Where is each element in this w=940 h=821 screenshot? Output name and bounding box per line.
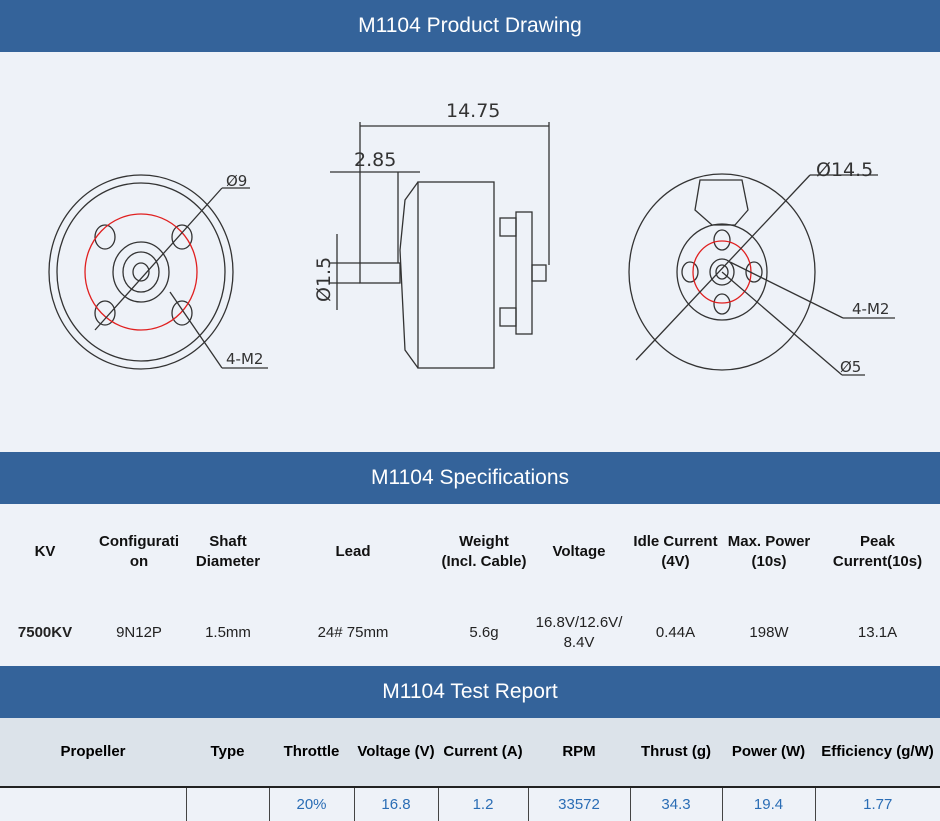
shaft-dia-dim: Ø1.5 xyxy=(313,257,335,302)
front-circle-dim: Ø9 xyxy=(226,172,247,190)
back-view xyxy=(628,173,895,376)
spec-header: Idle Current (4V) xyxy=(633,532,718,570)
spec-header: Weight (Incl. Cable) xyxy=(441,532,527,570)
spec-value: 24# 75mm xyxy=(317,623,389,641)
spec-header: KV xyxy=(34,542,56,560)
test-header: Current (A) xyxy=(438,718,528,788)
overall-length-dim: 14.75 xyxy=(446,100,500,122)
specs-header-row: KV Configurati on Shaft Diameter Lead Weight… xyxy=(0,504,940,599)
test-cell: 1.2 xyxy=(438,787,529,821)
drawing-title: M1104 Product Drawing xyxy=(358,14,582,37)
test-header: Power (W) xyxy=(722,718,815,788)
test-header: Voltage (V) xyxy=(354,718,438,788)
test-title-bar: M1104 Test Report xyxy=(0,666,940,718)
back-circle-dim: Ø5 xyxy=(840,358,861,376)
test-header: RPM xyxy=(528,718,630,788)
test-header: Type xyxy=(186,718,269,788)
test-header: Thrust (g) xyxy=(630,718,722,788)
test-title: M1104 Test Report xyxy=(382,680,558,703)
spec-header: Voltage xyxy=(552,542,606,560)
spec-header: Peak Current(10s) xyxy=(832,532,923,570)
test-header: Propeller xyxy=(0,718,186,788)
product-drawing: Ø9 4-M2 14.75 2.85 Ø1.5 Ø14.5 4-M2 Ø5 xyxy=(0,52,940,452)
specs-table: KV Configurati on Shaft Diameter Lead Weight… xyxy=(0,504,940,666)
spec-header: Max. Power (10s) xyxy=(727,532,811,570)
side-view xyxy=(330,122,550,369)
spec-header: Shaft Diameter xyxy=(195,532,261,570)
front-view xyxy=(48,174,268,370)
test-cell: 33572 xyxy=(528,787,631,821)
test-cell: 19.4 xyxy=(722,787,816,821)
test-cell xyxy=(186,787,270,821)
test-cell xyxy=(0,787,187,821)
specs-title: M1104 Specifications xyxy=(370,466,570,489)
test-cell: 34.3 xyxy=(630,787,723,821)
spec-value: 1.5mm xyxy=(205,623,251,641)
front-holes-dim: 4-M2 xyxy=(226,350,263,368)
spec-header: Lead xyxy=(335,542,371,560)
test-cell: 20% xyxy=(269,787,355,821)
drawing-title-bar: M1104 Product Drawing xyxy=(0,0,940,52)
back-holes-dim: 4-M2 xyxy=(852,300,889,318)
shaft-length-dim: 2.85 xyxy=(354,149,396,171)
specs-title-bar: M1104 Specifications xyxy=(0,452,940,504)
test-cell: 16.8 xyxy=(354,787,439,821)
specs-value-row: 7500KV 9N12P 1.5mm 24# 75mm 5.6g 16.8V/12.6V/… xyxy=(0,599,940,666)
spec-header: Configurati on xyxy=(99,532,179,570)
test-header: Efficiency (g/W) xyxy=(815,718,940,788)
test-header: Throttle xyxy=(269,718,354,788)
spec-value: 9N12P xyxy=(116,623,162,641)
spec-value: 7500KV xyxy=(17,623,73,641)
back-dia-dim: Ø14.5 xyxy=(816,159,873,181)
spec-value: 5.6g xyxy=(469,623,499,641)
spec-value: 198W xyxy=(749,623,789,641)
spec-value: 16.8V/12.6V/ 8.4V xyxy=(535,613,623,651)
spec-value: 0.44A xyxy=(655,623,696,641)
spec-value: 13.1A xyxy=(857,623,898,641)
test-cell: 1.77 xyxy=(863,796,893,813)
